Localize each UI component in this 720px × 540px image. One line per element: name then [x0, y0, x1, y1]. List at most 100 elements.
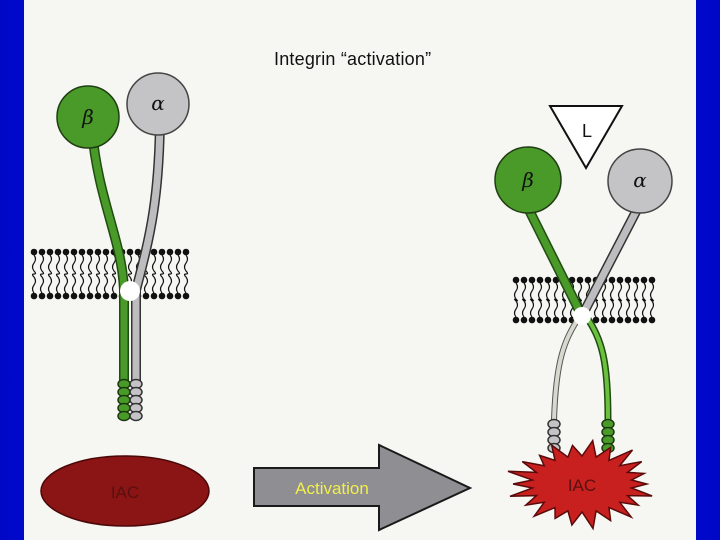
lipid-tail [641, 298, 647, 318]
lipid-tail [79, 273, 85, 294]
lipid-head [576, 276, 584, 284]
lipid-tail [545, 298, 551, 318]
lipid-head [134, 248, 142, 256]
lipid-tail [537, 298, 543, 318]
lipid-head [616, 276, 624, 284]
ligand-triangle-icon: L [548, 105, 624, 170]
beta-head-inactive [56, 85, 120, 149]
lipid-head [158, 292, 166, 300]
lipid-tail [649, 298, 655, 318]
alpha-label-active: α [633, 168, 647, 192]
lipid-tail [617, 282, 623, 302]
lipid-tail [175, 273, 181, 294]
lipid-tail [521, 298, 527, 318]
iac-ellipse-inactive [40, 455, 210, 527]
lipid-head [182, 248, 190, 256]
lipid-head [86, 292, 94, 300]
ligand-label: L [582, 121, 592, 141]
lipid-head [616, 316, 624, 324]
lipid-tail [151, 273, 157, 294]
lipid-tail [617, 298, 623, 318]
lipid-tail [31, 273, 37, 294]
alpha-stalk-active-upper-fill [580, 196, 646, 316]
lipid-head [528, 316, 536, 324]
lipid-tail [95, 273, 101, 294]
lipid-head [640, 276, 648, 284]
lipid-head [174, 248, 182, 256]
lipid-head [94, 248, 102, 256]
lipid-head [78, 292, 86, 300]
lipid-head [70, 292, 78, 300]
diagram-title: Integrin “activation” [274, 49, 432, 69]
lipid-head [38, 248, 46, 256]
lipid-tail [609, 282, 615, 302]
lipid-head [110, 292, 118, 300]
beta-tail-active-fill [584, 314, 610, 422]
lipid-tail [143, 273, 149, 294]
lipid-head [54, 248, 62, 256]
lipid-tail [609, 298, 615, 318]
lipid-tail [63, 254, 69, 275]
lipid-tail [625, 298, 631, 318]
lipid-head [94, 292, 102, 300]
activation-arrow-icon: Activation [253, 443, 473, 532]
slide-canvas: Integrin “activation” β [24, 0, 696, 540]
lipid-head [62, 292, 70, 300]
lipid-head [46, 248, 54, 256]
lipid-head [166, 292, 174, 300]
lipid-head [648, 316, 656, 324]
lipid-head [78, 248, 86, 256]
lipid-tail [513, 298, 519, 318]
lipid-head [624, 316, 632, 324]
lipid-head [600, 316, 608, 324]
lipid-tail [71, 254, 77, 275]
lipid-head [608, 276, 616, 284]
lipid-tail [183, 273, 189, 294]
lipid-head [30, 248, 38, 256]
beta-label-active: β [521, 168, 534, 192]
lipid-tail [39, 273, 45, 294]
salt-bridge-inactive [120, 281, 140, 301]
lipid-tail [47, 273, 53, 294]
lipid-tail [601, 298, 607, 318]
cytoplasmic-tails-inactive [117, 378, 143, 422]
beta-head-active [494, 146, 562, 214]
lipid-tail [55, 273, 61, 294]
tail-bead [117, 410, 131, 422]
lipid-tail [625, 282, 631, 302]
lipid-head [512, 276, 520, 284]
lipid-tail [63, 273, 69, 294]
lipid-head [632, 316, 640, 324]
tail-bead [129, 410, 143, 422]
lipid-head [54, 292, 62, 300]
lipid-head [544, 276, 552, 284]
lipid-tail [641, 282, 647, 302]
lipid-tail [513, 282, 519, 302]
lipid-head [62, 248, 70, 256]
lipid-tail [55, 254, 61, 275]
lipid-head [584, 276, 592, 284]
lipid-tail [47, 254, 53, 275]
lipid-head [520, 276, 528, 284]
lipid-tail [127, 254, 133, 275]
alpha-head-active [607, 148, 673, 214]
lipid-head [512, 316, 520, 324]
lipid-tail [71, 273, 77, 294]
lipid-head [648, 276, 656, 284]
lipid-tail [553, 282, 559, 302]
lipid-tail [167, 273, 173, 294]
beta-stalk-inactive-fill [88, 126, 128, 389]
lipid-tail [31, 254, 37, 275]
lipid-tail [553, 298, 559, 318]
lipid-head [608, 316, 616, 324]
lipid-tail [103, 273, 109, 294]
iac-starburst-icon [507, 438, 653, 531]
lipid-head [126, 248, 134, 256]
lipid-head [544, 316, 552, 324]
lipid-tail [87, 254, 93, 275]
lipid-tail [175, 254, 181, 275]
cytoplasmic-tails-active [547, 418, 615, 454]
lipid-head [640, 316, 648, 324]
lipid-head [536, 316, 544, 324]
